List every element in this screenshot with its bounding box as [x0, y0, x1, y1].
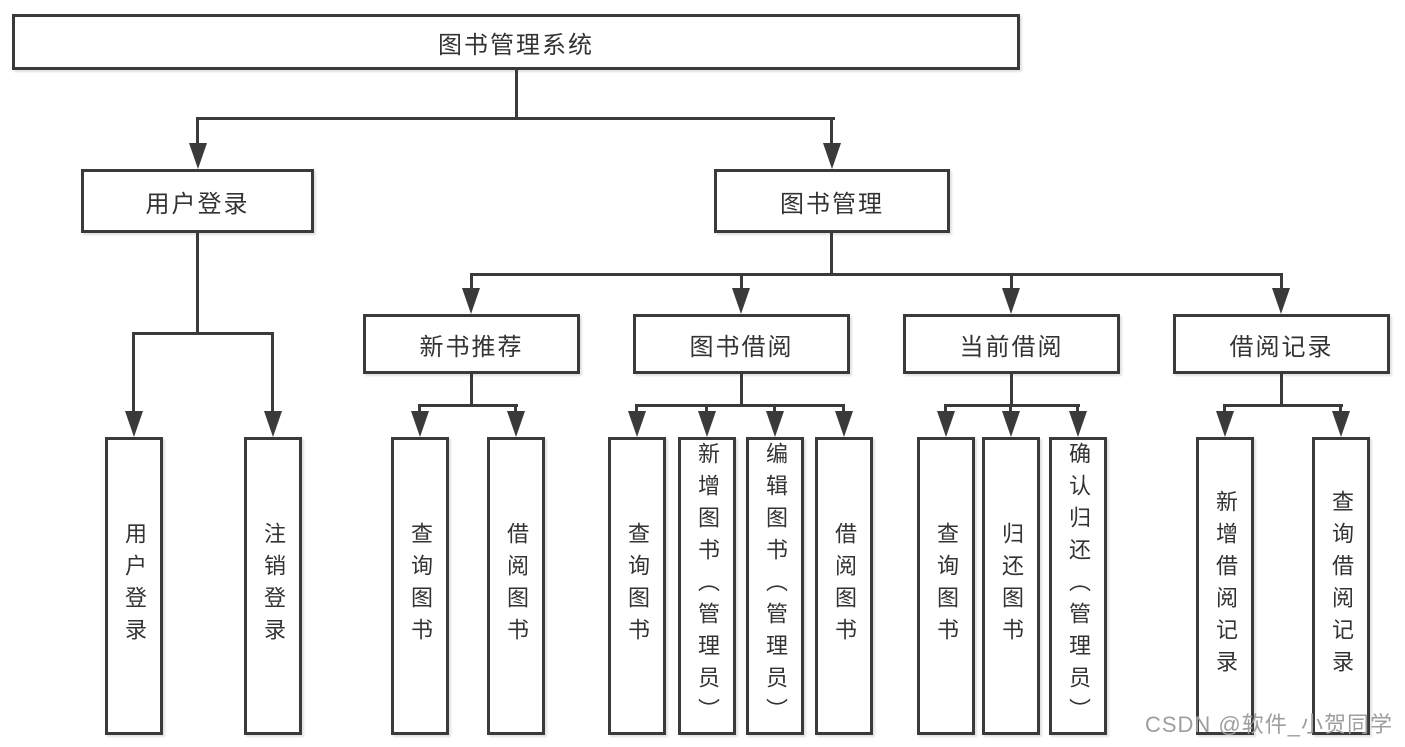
arrow-down-icon [189, 143, 207, 169]
connector-line [1076, 404, 1079, 413]
leaf-record-query-borrow-record: 查询借阅记录 [1312, 437, 1370, 735]
leaf-user-login-label: 用户登录 [122, 522, 147, 650]
leaf-borrow-query-book-label: 查询图书 [625, 522, 650, 650]
connector-line [740, 374, 743, 407]
leaf-newbook-query-book-label: 查询图书 [408, 522, 433, 650]
connector-line [418, 404, 518, 407]
arrow-down-icon [1069, 411, 1087, 437]
leaf-borrow-borrow-book: 借阅图书 [815, 437, 873, 735]
leaf-current-confirm-return-admin: 确认归还（管理员） [1049, 437, 1107, 735]
connector-line [1339, 404, 1342, 413]
leaf-user-login: 用户登录 [105, 437, 163, 735]
connector-line [1280, 273, 1283, 290]
arrow-down-icon [462, 288, 480, 314]
leaf-newbook-borrow-book: 借阅图书 [487, 437, 545, 735]
arrow-down-icon [823, 143, 841, 169]
connector-line [132, 332, 135, 413]
csdn-watermark: CSDN @软件_小贺同学 [1144, 712, 1393, 737]
node-book-borrow: 图书借阅 [633, 314, 850, 374]
node-root-library-system: 图书管理系统 [12, 14, 1020, 70]
leaf-current-query-book: 查询图书 [917, 437, 975, 735]
leaf-current-query-book-label: 查询图书 [934, 522, 959, 650]
arrow-down-icon [1002, 288, 1020, 314]
connector-line [470, 273, 473, 290]
connector-line [944, 404, 1080, 407]
arrow-down-icon [1272, 288, 1290, 314]
connector-line [830, 233, 833, 276]
connector-line [1010, 273, 1013, 290]
leaf-logout-label: 注销登录 [261, 522, 286, 650]
node-borrow-record: 借阅记录 [1173, 314, 1390, 374]
connector-line [842, 404, 845, 413]
connector-line [132, 332, 274, 335]
leaf-borrow-query-book: 查询图书 [608, 437, 666, 735]
connector-line [418, 404, 421, 413]
leaf-record-add-borrow-record: 新增借阅记录 [1196, 437, 1254, 735]
arrow-down-icon [264, 411, 282, 437]
arrow-down-icon [1002, 411, 1020, 437]
connector-line [1009, 404, 1012, 413]
arrow-down-icon [766, 411, 784, 437]
connector-line [944, 404, 947, 413]
connector-line [830, 117, 833, 145]
arrow-down-icon [1216, 411, 1234, 437]
leaf-record-add-borrow-record-label: 新增借阅记录 [1213, 490, 1238, 682]
connector-line [196, 117, 835, 120]
arrow-down-icon [698, 411, 716, 437]
connector-line [635, 404, 638, 413]
leaf-newbook-borrow-book-label: 借阅图书 [504, 522, 529, 650]
arrow-down-icon [1332, 411, 1350, 437]
arrow-down-icon [411, 411, 429, 437]
node-current-borrow: 当前借阅 [903, 314, 1120, 374]
arrow-down-icon [835, 411, 853, 437]
connector-line [1223, 404, 1226, 413]
connector-line [705, 404, 708, 413]
connector-line [1223, 404, 1343, 407]
leaf-borrow-add-book-admin-label: 新增图书（管理员） [695, 442, 720, 730]
leaf-newbook-query-book: 查询图书 [391, 437, 449, 735]
connector-line [1010, 374, 1013, 407]
leaf-borrow-edit-book-admin-label: 编辑图书（管理员） [763, 442, 788, 730]
connector-line [196, 117, 199, 145]
arrow-down-icon [628, 411, 646, 437]
connector-line [515, 70, 518, 120]
connector-line [635, 404, 845, 407]
arrow-down-icon [937, 411, 955, 437]
connector-line [740, 273, 743, 290]
leaf-borrow-add-book-admin: 新增图书（管理员） [678, 437, 736, 735]
connector-line [470, 374, 473, 407]
leaf-current-return-book: 归还图书 [982, 437, 1040, 735]
arrow-down-icon [732, 288, 750, 314]
node-book-management: 图书管理 [714, 169, 950, 233]
connector-line [514, 404, 517, 413]
connector-line [773, 404, 776, 413]
arrow-down-icon [507, 411, 525, 437]
leaf-borrow-edit-book-admin: 编辑图书（管理员） [746, 437, 804, 735]
leaf-current-return-book-label: 归还图书 [999, 522, 1024, 650]
leaf-logout: 注销登录 [244, 437, 302, 735]
node-new-book-recommend: 新书推荐 [363, 314, 580, 374]
node-user-login: 用户登录 [81, 169, 314, 233]
connector-line [271, 332, 274, 413]
leaf-record-query-borrow-record-label: 查询借阅记录 [1329, 490, 1354, 682]
arrow-down-icon [125, 411, 143, 437]
connector-line [1280, 374, 1283, 407]
leaf-borrow-borrow-book-label: 借阅图书 [832, 522, 857, 650]
leaf-current-confirm-return-admin-label: 确认归还（管理员） [1066, 442, 1091, 730]
connector-line [196, 233, 199, 335]
connector-line [470, 273, 1283, 276]
